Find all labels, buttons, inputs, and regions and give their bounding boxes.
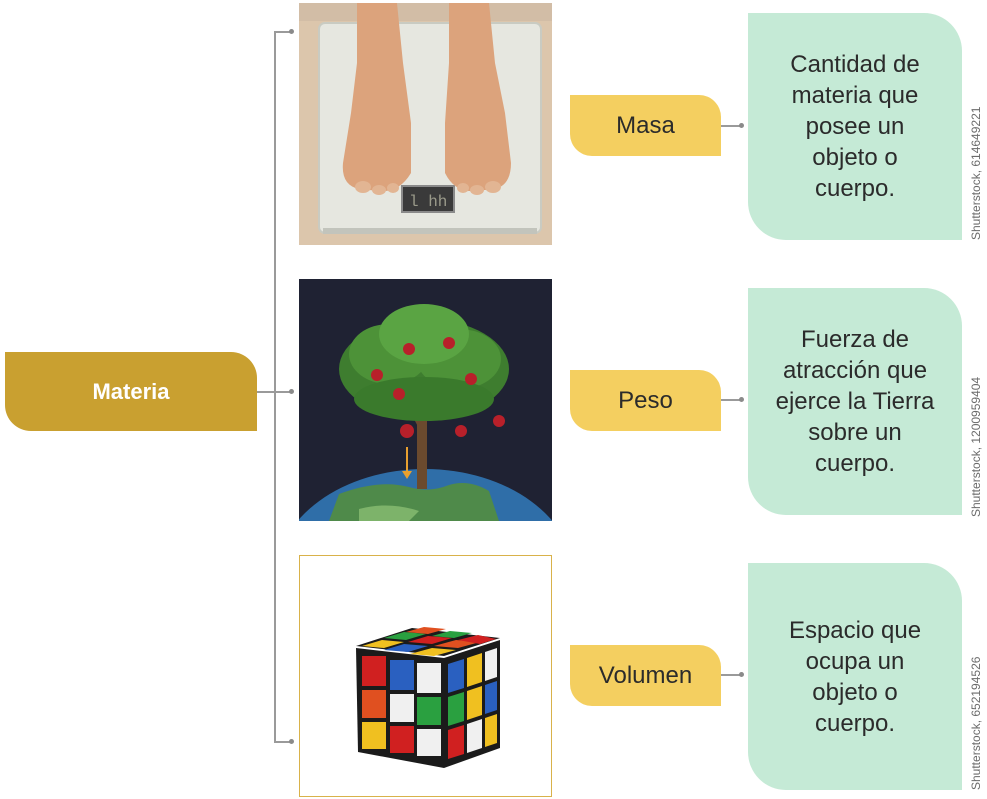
connector-dot-def-3 [739,672,744,677]
root-node-materia: Materia [5,352,257,431]
connector-dot-2 [289,389,294,394]
term-box-peso: Peso [570,370,721,431]
image-credit-2: Shutterstock, 1200959404 [969,345,983,517]
connector-dot-def-2 [739,397,744,402]
image-bathroom-scale-feet: l hh [299,3,552,245]
svg-text:l hh: l hh [409,193,447,211]
image-credit-3: Shutterstock, 652194526 [969,620,983,790]
root-label: Materia [92,379,169,405]
definition-text-masa: Cantidad de materia que posee un objeto … [780,49,930,204]
connector-dot-3 [289,739,294,744]
image-rubiks-cube [299,555,552,797]
definition-text-volumen: Espacio que ocupa un objeto o cuerpo. [780,615,930,739]
term-label-peso: Peso [618,387,673,415]
term-box-volumen: Volumen [570,645,721,706]
connector-root [256,391,276,393]
image-apple-tree-earth [299,279,552,521]
connector-dot-1 [289,29,294,34]
term-box-masa: Masa [570,95,721,156]
definition-text-peso: Fuerza de atracción que ejerce la Tierra… [765,324,945,479]
term-label-volumen: Volumen [599,662,692,690]
definition-box-peso: Fuerza de atracción que ejerce la Tierra… [748,288,962,515]
connector-vertical [274,31,276,743]
definition-box-masa: Cantidad de materia que posee un objeto … [748,13,962,240]
term-label-masa: Masa [616,112,675,140]
image-credit-1: Shutterstock, 614649221 [969,70,983,240]
definition-box-volumen: Espacio que ocupa un objeto o cuerpo. [748,563,962,790]
connector-dot-def-1 [739,123,744,128]
